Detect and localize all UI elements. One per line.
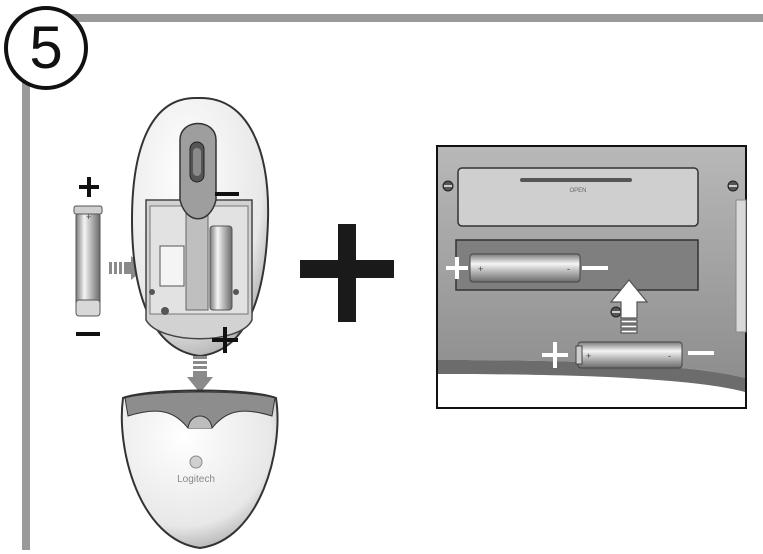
step-number-badge: 5 xyxy=(4,6,88,90)
plus-sign xyxy=(79,177,99,197)
screw-icon xyxy=(443,181,453,191)
svg-text:+: + xyxy=(478,264,483,274)
cover-label: OPEN xyxy=(569,188,586,194)
mouse-open-body xyxy=(132,98,268,356)
mouse-battery-cover: Logitech xyxy=(122,391,278,549)
screw-icon xyxy=(728,181,738,191)
battery-aa-left: + xyxy=(74,206,102,316)
minus-sign xyxy=(215,192,239,196)
minus-sign xyxy=(76,332,100,336)
minus-sign xyxy=(582,266,608,270)
left-frame-bar xyxy=(22,80,30,550)
receiver-panel: OPEN + - xyxy=(437,146,746,408)
svg-text:+: + xyxy=(586,351,591,361)
logo-text: Logitech xyxy=(177,474,215,485)
svg-text:-: - xyxy=(567,264,570,274)
top-frame-bar xyxy=(60,14,763,22)
svg-text:+: + xyxy=(86,212,91,222)
minus-sign xyxy=(688,351,714,355)
battery-aa-loose: + - xyxy=(576,342,682,368)
screw-icon xyxy=(611,307,621,317)
arrow-down-icon xyxy=(187,356,213,393)
combine-plus-icon xyxy=(300,224,394,322)
svg-text:-: - xyxy=(668,351,671,361)
